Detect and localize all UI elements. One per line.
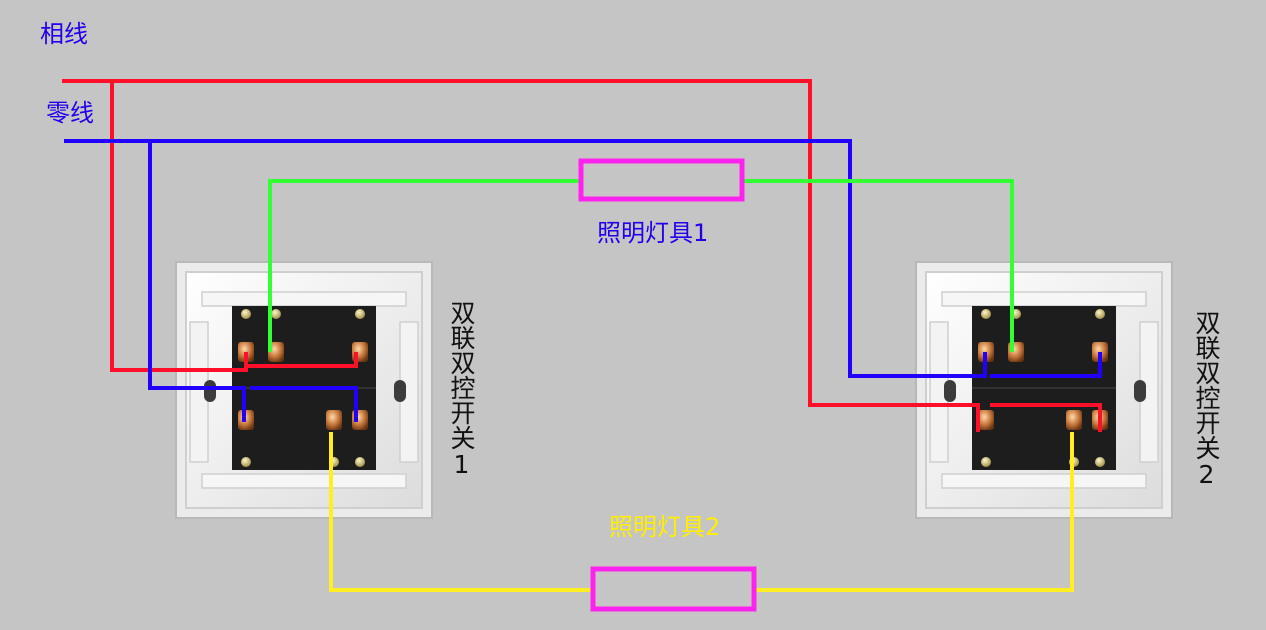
phase-switch1-wire	[110, 81, 248, 372]
switch1-label: 双联双控开关1	[447, 300, 476, 479]
phase-line-label: 相线	[40, 20, 88, 48]
switch2-label: 双联双控开关2	[1192, 310, 1221, 489]
neutral-line-label: 零线	[46, 99, 94, 127]
lamp2-box	[590, 566, 757, 612]
phase-feed-wire	[62, 79, 980, 432]
switch1-neutral-bridge-wire	[250, 386, 358, 422]
phase-wires	[62, 79, 1102, 432]
neutral-feed-wire	[64, 139, 987, 378]
lamp1-label: 照明灯具1	[597, 219, 709, 247]
lamp1-box	[578, 158, 745, 202]
neutral-switch1-wire	[148, 141, 246, 422]
switch-plate-2	[915, 261, 1173, 519]
switch2-neutral-bridge-wire	[990, 352, 1102, 378]
neutral-wires	[64, 139, 1102, 422]
switch1-bridge-wire	[246, 352, 358, 368]
lamp2-label: 照明灯具2	[609, 513, 721, 541]
switch2-bridge-wire	[990, 403, 1102, 432]
